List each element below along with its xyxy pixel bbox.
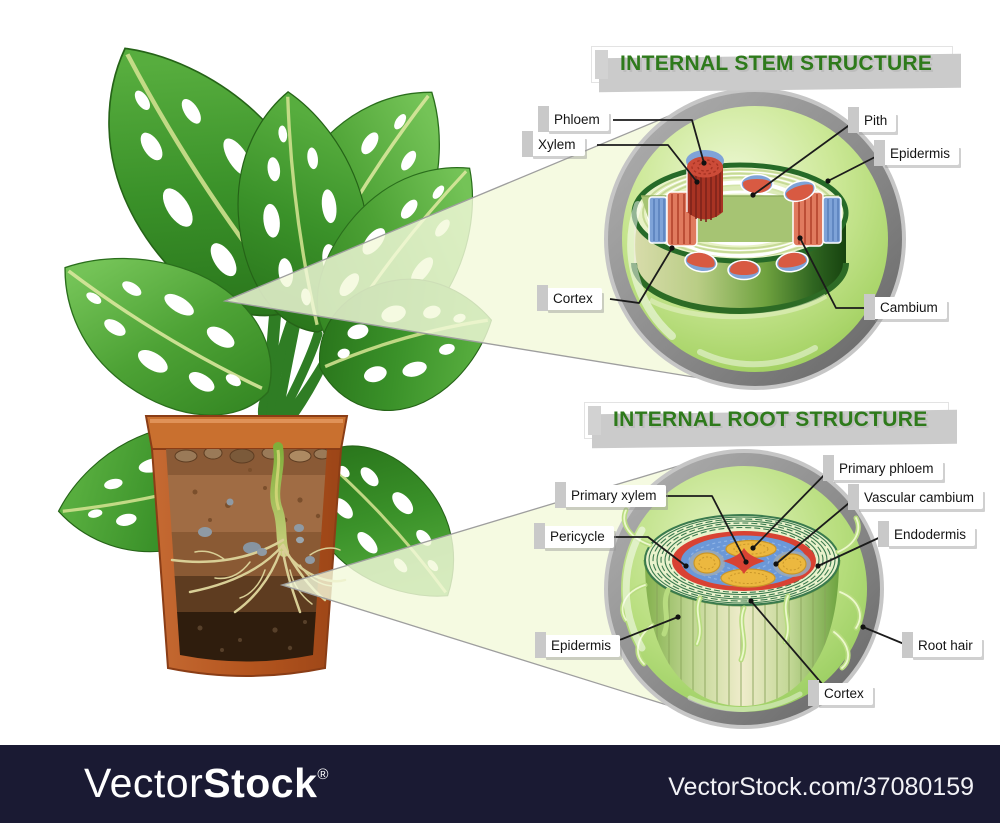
label-phloem: Phloem xyxy=(538,106,609,132)
root-system xyxy=(170,442,347,614)
label-accent-bar xyxy=(874,140,885,166)
label-accent-bar xyxy=(538,106,549,132)
label-accent-bar xyxy=(902,632,913,658)
label-accent-bar xyxy=(878,521,889,547)
title-accent-bar xyxy=(588,406,601,435)
logo-text-stock: Stock xyxy=(203,760,318,806)
label-accent-bar xyxy=(864,294,875,320)
vectorstock-logo: VectorStock® xyxy=(84,763,328,804)
label-pericycle: Pericycle xyxy=(534,523,614,549)
label-text: Pericycle xyxy=(550,529,605,544)
plant-pot xyxy=(144,415,349,677)
label-accent-bar xyxy=(848,107,859,133)
label-text: Cambium xyxy=(880,300,938,315)
raised-xylem-phloem-bundle xyxy=(686,150,724,222)
label-text: Primary phloem xyxy=(839,461,934,476)
registered-trademark-icon: ® xyxy=(317,766,329,783)
root-label-lines xyxy=(606,468,910,686)
logo-text-vector: Vector xyxy=(84,760,204,806)
title-text: INTERNAL ROOT STRUCTURE xyxy=(613,408,928,431)
label-text: Cortex xyxy=(824,686,864,701)
title-text: INTERNAL STEM STRUCTURE xyxy=(620,52,933,75)
label-text: Root hair xyxy=(918,638,973,653)
label-accent-bar xyxy=(535,632,546,658)
label-vascular-cambium: Vascular cambium xyxy=(848,484,984,510)
stem-structure-title: INTERNAL STEM STRUCTURE xyxy=(591,46,954,83)
stem-structure-diagram xyxy=(604,88,906,390)
label-text: Pith xyxy=(864,113,888,128)
label-accent-bar xyxy=(534,523,545,549)
label-xylem: Xylem xyxy=(522,131,585,157)
label-text: Cortex xyxy=(553,291,593,306)
label-accent-bar xyxy=(555,482,566,508)
label-text: Endodermis xyxy=(894,527,967,542)
watermark-bar: VectorStock® VectorStock.com/37080159 xyxy=(0,745,1000,823)
stem-label-dots xyxy=(669,160,831,251)
label-text: Epidermis xyxy=(890,146,951,161)
label-endodermis: Endodermis xyxy=(878,521,976,547)
label-cortex-stem: Cortex xyxy=(537,285,602,311)
monstera-plant-illustration xyxy=(27,4,518,677)
label-text: Primary xylem xyxy=(571,488,657,503)
label-primary-xylem: Primary xylem xyxy=(555,482,666,508)
label-text: Vascular cambium xyxy=(864,490,975,505)
label-text: Xylem xyxy=(538,137,576,152)
soil-cross-section xyxy=(166,449,327,662)
label-accent-bar xyxy=(848,484,859,510)
root-structure-title: INTERNAL ROOT STRUCTURE xyxy=(584,402,949,439)
title-accent-bar xyxy=(595,50,608,79)
root-structure-diagram xyxy=(604,449,884,729)
label-text: Phloem xyxy=(554,112,600,127)
label-accent-bar xyxy=(537,285,548,311)
label-accent-bar xyxy=(522,131,533,157)
label-root-hair: Root hair xyxy=(902,632,982,658)
label-primary-phloem: Primary phloem xyxy=(823,455,943,481)
label-cambium: Cambium xyxy=(864,294,947,320)
label-cortex-root: Cortex xyxy=(808,680,873,706)
root-label-dots xyxy=(675,545,866,630)
label-epidermis-root: Epidermis xyxy=(535,632,621,658)
label-accent-bar xyxy=(808,680,819,706)
label-text: Epidermis xyxy=(551,638,612,653)
vectorstock-url: VectorStock.com/37080159 xyxy=(668,773,974,801)
label-accent-bar xyxy=(823,455,834,481)
stem-label-lines xyxy=(597,119,882,309)
label-pith: Pith xyxy=(848,107,897,133)
label-epidermis-stem: Epidermis xyxy=(874,140,960,166)
